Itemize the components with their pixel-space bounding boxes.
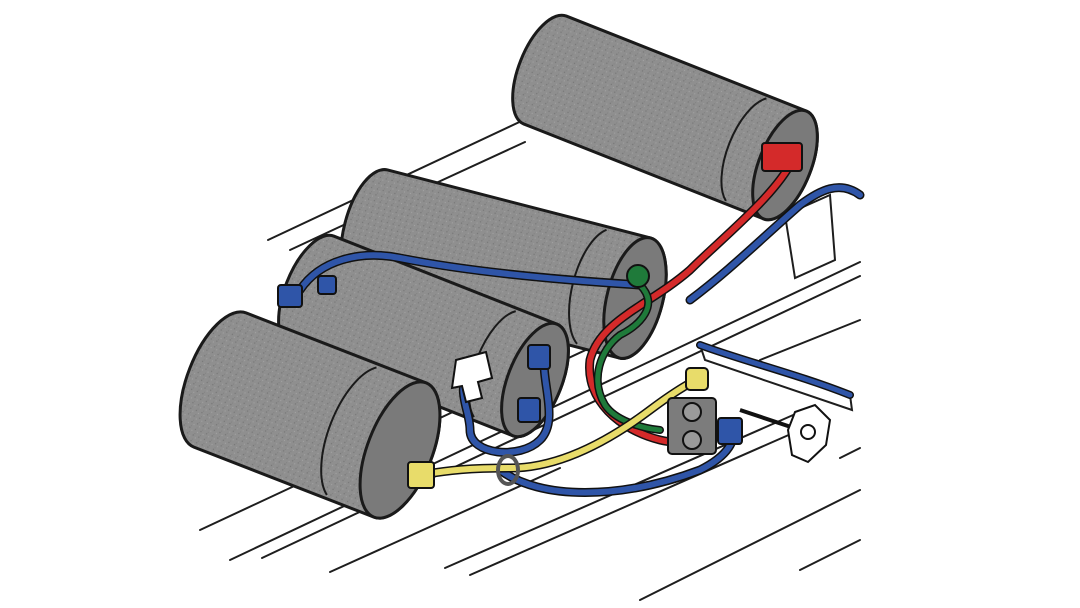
tank-end-cap bbox=[602, 236, 668, 360]
blue-air-line-top bbox=[297, 252, 643, 293]
frame-line bbox=[639, 489, 861, 601]
yellow-tank-fitting bbox=[407, 461, 435, 489]
inlet-coupling bbox=[739, 403, 832, 464]
blue-tank-fitting-lower bbox=[517, 397, 541, 423]
valve-block bbox=[667, 367, 717, 455]
blue-air-line-mid bbox=[460, 352, 552, 456]
tank-front-right bbox=[277, 233, 570, 439]
hose-clamp bbox=[496, 454, 520, 486]
blue-valve-port bbox=[717, 417, 743, 445]
blue-elbow-fitting bbox=[317, 275, 337, 295]
red-tank-fitting bbox=[761, 142, 803, 172]
yellow-air-line bbox=[417, 375, 703, 478]
frame-line bbox=[799, 539, 861, 571]
tank-rear-top bbox=[511, 13, 819, 222]
blue-air-line-lower bbox=[697, 342, 853, 398]
blue-air-line-rear bbox=[687, 184, 863, 303]
tank-middle bbox=[339, 168, 668, 360]
tank-front-left bbox=[178, 310, 442, 520]
blue-tank-fitting bbox=[527, 344, 551, 370]
red-air-line bbox=[586, 162, 793, 445]
tee-fitting bbox=[450, 350, 494, 404]
tank-seam bbox=[320, 366, 377, 496]
frame-line bbox=[839, 447, 861, 459]
blue-drain-coupling bbox=[277, 284, 303, 308]
frame-line bbox=[759, 319, 861, 361]
green-tank-fitting bbox=[626, 264, 650, 288]
tank-seam bbox=[720, 97, 767, 202]
frame-line bbox=[469, 429, 801, 576]
